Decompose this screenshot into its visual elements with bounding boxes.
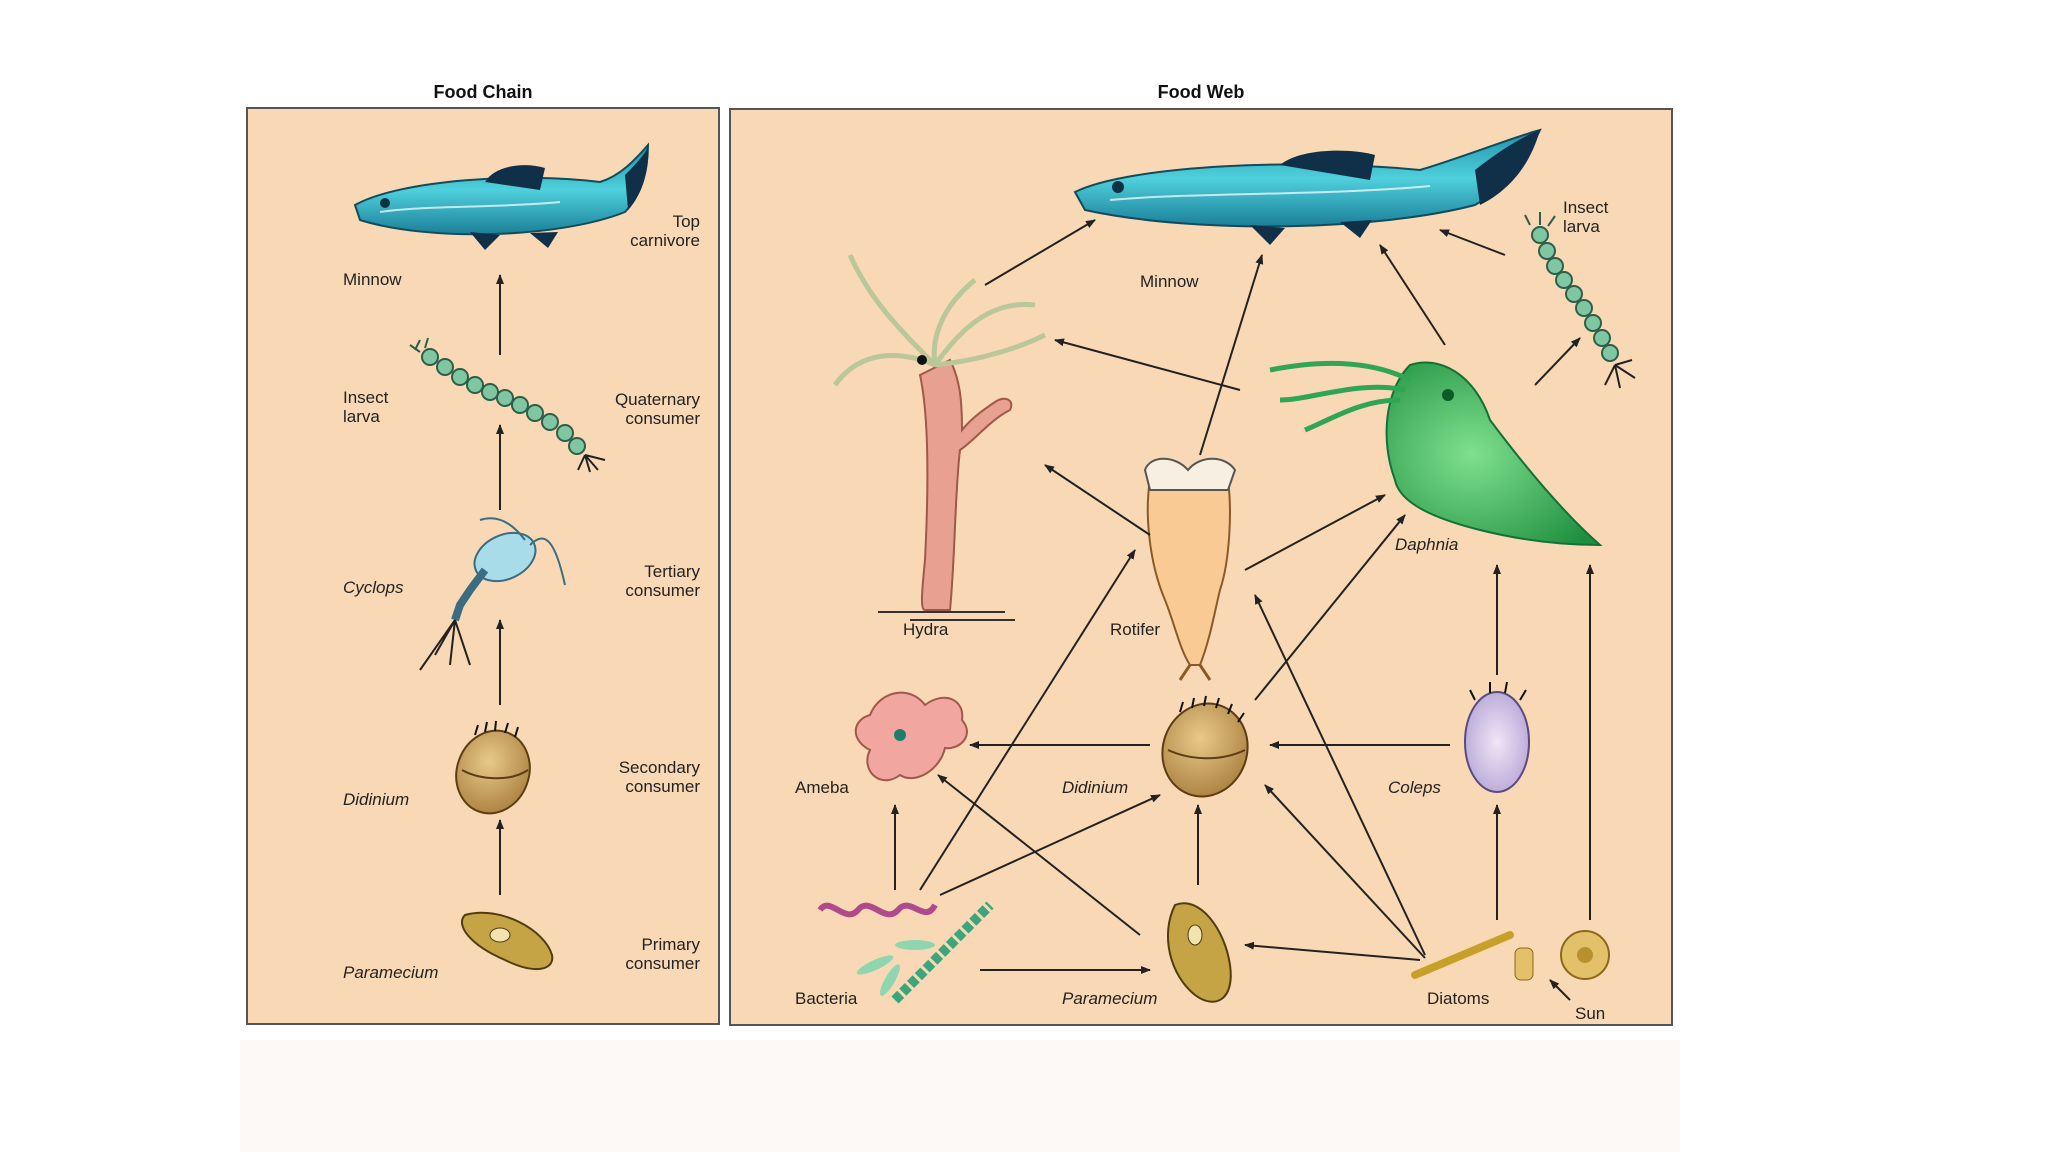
web-paramecium-illustration — [1168, 903, 1231, 1001]
web-minnow-illustration — [1075, 130, 1540, 245]
chain-label-insect-larva: Insect larva — [343, 388, 388, 426]
chain-role-tertiary-consumer: Tertiary consumer — [560, 562, 700, 600]
coleps-illustration — [1465, 682, 1529, 792]
chain-label-didinium: Didinium — [343, 790, 409, 809]
chain-role-quaternary-consumer: Quaternary consumer — [560, 390, 700, 428]
chain-label-cyclops: Cyclops — [343, 578, 403, 597]
chain-label-minnow: Minnow — [343, 270, 402, 289]
chain-paramecium-illustration — [462, 913, 552, 969]
web-label-insect-larva: Insect larva — [1563, 198, 1608, 236]
web-label-didinium: Didinium — [1062, 778, 1128, 797]
web-label-bacteria: Bacteria — [795, 989, 857, 1008]
web-label-hydra: Hydra — [903, 620, 948, 639]
chain-label-paramecium: Paramecium — [343, 963, 438, 982]
rotifer-illustration — [1145, 459, 1235, 680]
web-didinium-illustration — [1149, 691, 1260, 808]
daphnia-illustration — [1270, 362, 1600, 545]
web-label-diatoms: Diatoms — [1427, 989, 1489, 1008]
web-label-ameba: Ameba — [795, 778, 849, 797]
web-arrows — [895, 220, 1590, 1000]
chain-role-primary-consumer: Primary consumer — [560, 935, 700, 973]
chain-role-top-carnivore: Top carnivore — [600, 212, 700, 250]
hydra-illustration — [835, 255, 1045, 620]
bacteria-illustration — [820, 905, 990, 1000]
web-label-sun: Sun — [1575, 1004, 1605, 1023]
diatoms-illustration — [1415, 935, 1533, 980]
chain-role-secondary-consumer: Secondary consumer — [560, 758, 700, 796]
web-label-paramecium: Paramecium — [1062, 989, 1157, 1008]
web-label-minnow: Minnow — [1140, 272, 1199, 291]
web-label-coleps: Coleps — [1388, 778, 1441, 797]
ameba-illustration — [856, 693, 967, 781]
chain-didinium-illustration — [445, 720, 541, 824]
web-label-daphnia: Daphnia — [1395, 535, 1458, 554]
sun-diatom-illustration — [1561, 931, 1609, 979]
chain-cyclops-illustration — [420, 518, 565, 670]
web-insect-larva-illustration — [1525, 212, 1635, 388]
web-label-rotifer: Rotifer — [1110, 620, 1160, 639]
